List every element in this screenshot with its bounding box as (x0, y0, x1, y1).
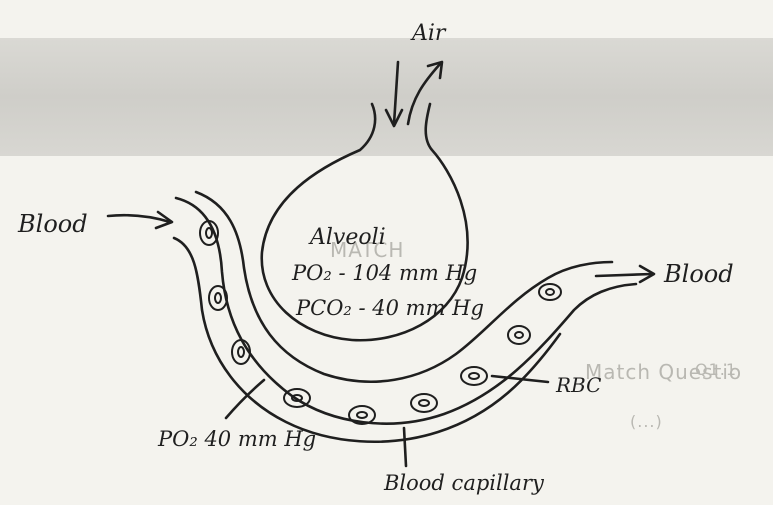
po2-pointer-line (226, 380, 264, 418)
rbc-cell (508, 326, 530, 344)
label-blood-capillary: Blood capillary (383, 471, 545, 495)
label-blood-out: Blood (663, 260, 734, 288)
label-air: Air (410, 21, 447, 46)
rbc-cell (232, 340, 250, 364)
air-in-arrow (394, 62, 398, 124)
label-rbc: RBC (555, 373, 601, 397)
capillary-top-wall (196, 192, 612, 382)
blood-out-arrow (596, 274, 652, 276)
blood-in-arrow (108, 215, 170, 222)
label-alveoli: Alveoli (308, 225, 386, 250)
rbc-cell (209, 286, 227, 310)
rbc-cell (461, 367, 487, 385)
capillary-pointer-line (404, 428, 406, 466)
rbc-cell (411, 394, 437, 412)
rbc-cell (539, 284, 561, 300)
label-po2-capillary: PO₂ 40 mm Hg (157, 427, 316, 451)
label-blood-in: Blood (17, 210, 88, 238)
label-pco2-alveoli: PCO₂ - 40 mm Hg (295, 296, 484, 320)
air-out-arrow (408, 64, 440, 124)
label-po2-alveoli: PO₂ - 104 mm Hg (291, 261, 477, 285)
